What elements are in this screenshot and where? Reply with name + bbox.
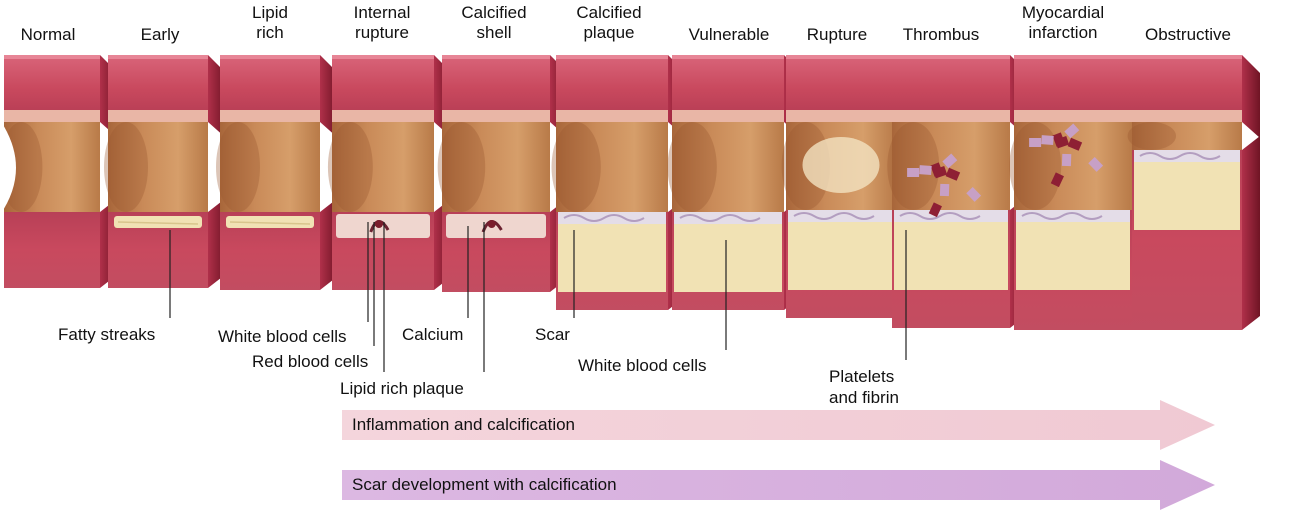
artery-segment	[216, 55, 338, 290]
arrow-label-scar-development: Scar development with calcification	[352, 475, 617, 494]
artery-cut-face	[0, 120, 16, 215]
stage-label-lipid-rich: Lipid rich	[252, 3, 288, 42]
artery-segment	[0, 55, 118, 288]
callout-white-blood-cells: White blood cells	[218, 327, 347, 346]
stage-label-internal-rupture: Internal rupture	[353, 3, 411, 42]
artery-segment	[104, 55, 226, 288]
artery-segment	[1009, 55, 1150, 330]
callout-red-blood-cells: Red blood cells	[252, 352, 369, 371]
callout-calcium: Calcium	[402, 325, 464, 344]
callout-lipid-rich-plaque: Lipid rich plaque	[340, 379, 464, 398]
arrow-scar-development	[342, 460, 1215, 510]
artery-segment	[327, 55, 452, 290]
stage-label-calcified-plaque: Calcified plaque	[576, 3, 642, 42]
stage-label-rupture: Rupture	[806, 25, 868, 44]
artery-segment	[551, 55, 686, 310]
artery-segment	[667, 55, 802, 310]
artery-segment	[437, 55, 568, 292]
arrow-label-inflammation: Inflammation and calcification	[352, 415, 576, 434]
stage-label-vulnerable: Vulnerable	[688, 25, 770, 44]
stage-label-thrombus: Thrombus	[902, 25, 980, 44]
arrow-inflammation	[342, 400, 1215, 450]
callout-scar: Scar	[535, 325, 570, 344]
callout-fatty-streaks: Fatty streaks	[58, 325, 156, 344]
stage-label-early: Early	[140, 25, 180, 44]
stage-label-obstructive: Obstructive	[1145, 25, 1231, 44]
artery-segment	[887, 55, 1028, 328]
callout-platelets-and-fibrin: Platelets and fibrin	[829, 367, 899, 407]
stage-label-normal: Normal	[20, 25, 76, 44]
stage-label-myocardial-infarction: Myocardial infarction	[1021, 3, 1105, 42]
callout-white-blood-cells-vulnerable: White blood cells	[578, 356, 707, 375]
stage-label-calcified-shell: Calcified shell	[461, 3, 527, 42]
artery-segment	[1127, 55, 1260, 330]
